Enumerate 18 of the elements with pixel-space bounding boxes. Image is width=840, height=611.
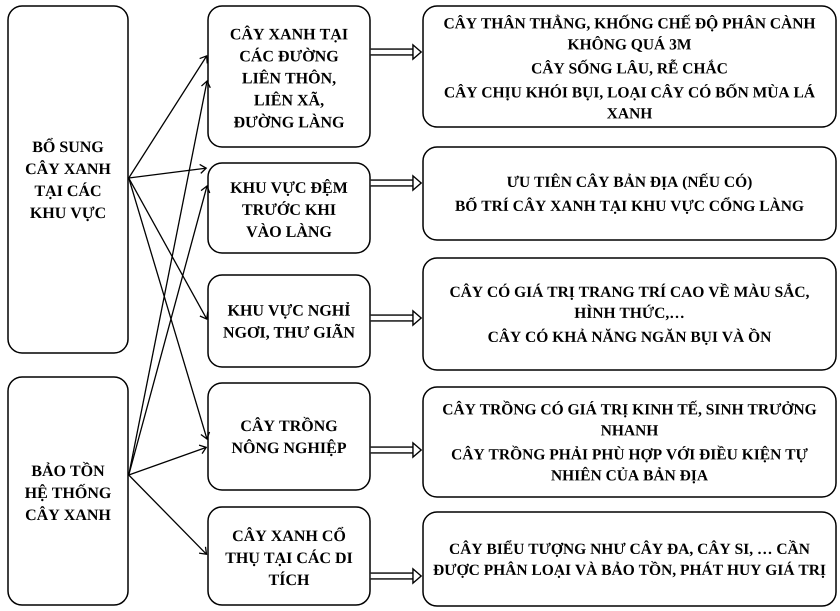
criteria-box: ƯU TIÊN CÂY BẢN ĐỊA (NẾU CÓ) BỐ TRÍ CÂY XANH TẠI KHU VỰC CỔNG LÀNG	[422, 146, 837, 241]
arrow	[128, 474, 208, 555]
criteria-box: CÂY TRỒNG CÓ GIÁ TRỊ KINH TẾ, SINH TRƯỞNG NHANH CÂY TRỒNG PHẢI PHÙ HỢP VỚI ĐIỀU KIỆN TỰ NHIÊN CỦA BẢN ĐỊA	[422, 386, 837, 498]
area-box: CÂY XANH CỔ THỤ TẠI CÁC DI TÍCH	[207, 506, 371, 606]
arrow	[128, 164, 208, 179]
arrow	[128, 80, 211, 476]
criteria-box: CÂY THÂN THẲNG, KHỐNG CHẾ ĐỘ PHÂN CÀNH KHÔNG QUÁ 3M CÂY SỐNG LÂU, RỄ CHẮC CÂY CHỊU KHÓI BỤI, LOẠI CÂY CÓ BỐN MÙA LÁ XANH	[422, 5, 837, 128]
area-box: KHU VỰC NGHỈ NGƠI, THƯ GIÃN	[207, 274, 371, 368]
area-box: CÂY TRỒNG NÔNG NGHIỆP	[207, 382, 371, 491]
criteria-box: CÂY CÓ GIÁ TRỊ TRANG TRÍ CAO VỀ MÀU SẮC, HÌNH THỨC,… CÂY CÓ KHẢ NĂNG NGĂN BỤI VÀ ỒN	[422, 257, 837, 371]
arrow	[128, 444, 208, 476]
category-box: BỔ SUNG CÂY XANH TẠI CÁC KHU VỰC	[7, 5, 129, 354]
criteria-box: CÂY BIỂU TƯỢNG NHƯ CÂY ĐA, CÂY SI, … CẦN ĐƯỢC PHÂN LOẠI VÀ BẢO TỒN, PHÁT HUY GIÁ TRỊ	[422, 511, 837, 607]
arrow	[128, 178, 208, 320]
category-box: BẢO TỒN HỆ THỐNG CÂY XANH	[7, 376, 129, 606]
area-box: CÂY XANH TẠI CÁC ĐƯỜNG LIÊN THÔN, LIÊN XÃ, ĐƯỜNG LÀNG	[207, 5, 371, 148]
arrow	[128, 55, 208, 178]
area-box: KHU VỰC ĐỆM TRƯỚC KHI VÀO LÀNG	[207, 162, 371, 254]
